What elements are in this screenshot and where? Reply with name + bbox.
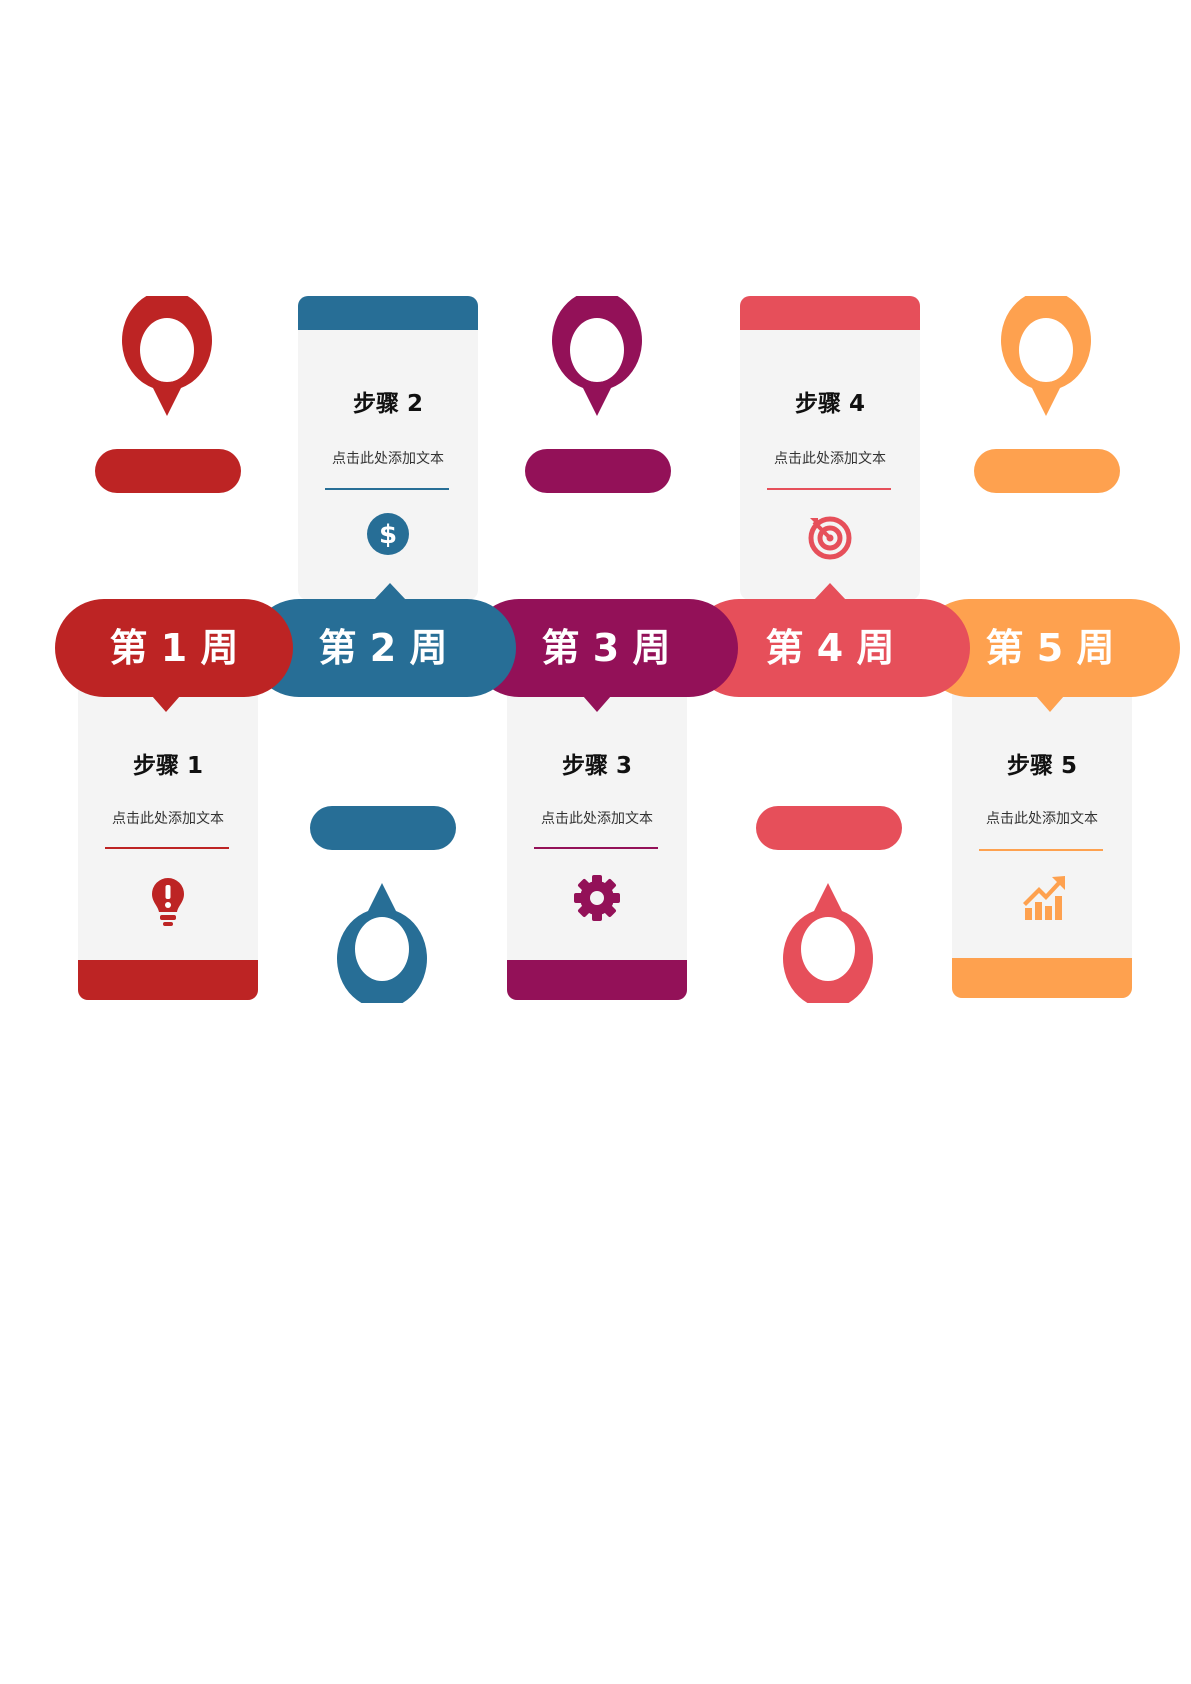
lightbulb-exclamation-icon [152, 878, 184, 926]
divider [979, 849, 1103, 851]
divider [105, 847, 229, 849]
svg-text:$: $ [379, 520, 397, 550]
week-label: 第 4 周 [765, 626, 895, 670]
location-pin-icon [337, 883, 427, 1003]
location-pin-icon [122, 296, 212, 416]
card-header-band [298, 296, 478, 330]
location-pin-icon [1001, 296, 1091, 416]
target-icon [808, 516, 852, 560]
step-title: 步骤 4 [794, 391, 865, 417]
step-description: 点击此处添加文本 [332, 451, 444, 467]
step-description: 点击此处添加文本 [541, 811, 653, 827]
divider [534, 847, 658, 849]
connector-notch [1036, 696, 1064, 712]
dollar-icon: $ [367, 513, 409, 555]
connector-notch [814, 583, 846, 600]
week-1-segment: 第 1 周 [55, 599, 293, 697]
step-card-3: 步骤 3 点击此处添加文本 [507, 660, 687, 1000]
step-title: 步骤 2 [352, 391, 423, 417]
placeholder-pill [974, 449, 1120, 493]
step-title: 步骤 3 [561, 753, 632, 779]
placeholder-pill [756, 806, 902, 850]
week-label: 第 2 周 [318, 626, 448, 670]
step-description: 点击此处添加文本 [112, 811, 224, 827]
gear-icon [574, 875, 620, 921]
week-label: 第 3 周 [541, 626, 671, 670]
card-footer-band [952, 958, 1132, 998]
connector-notch [152, 696, 180, 712]
step-description: 点击此处添加文本 [986, 811, 1098, 827]
card-footer-band [507, 960, 687, 1000]
location-pin-icon [783, 883, 873, 1003]
step-description: 点击此处添加文本 [774, 451, 886, 467]
divider [767, 488, 891, 490]
card-header-band [740, 296, 920, 330]
placeholder-pill [525, 449, 671, 493]
divider [325, 488, 449, 490]
connector-notch [374, 583, 406, 600]
step-card-4: 步骤 4 点击此处添加文本 [740, 296, 920, 600]
growth-chart-icon [1023, 876, 1065, 920]
step-card-5: 步骤 5 点击此处添加文本 [952, 660, 1132, 998]
location-pin-icon [552, 296, 642, 416]
placeholder-pill [95, 449, 241, 493]
week-label: 第 5 周 [985, 626, 1115, 670]
week-2-segment: 第 2 周 [250, 599, 516, 697]
card-footer-band [78, 960, 258, 1000]
step-title: 步骤 5 [1006, 753, 1077, 779]
step-title: 步骤 1 [132, 753, 203, 779]
placeholder-pill [310, 806, 456, 850]
connector-notch [583, 696, 611, 712]
week-label: 第 1 周 [109, 626, 239, 670]
step-card-1: 步骤 1 点击此处添加文本 [78, 660, 258, 1000]
step-card-2: 步骤 2 点击此处添加文本 $ [298, 296, 478, 600]
